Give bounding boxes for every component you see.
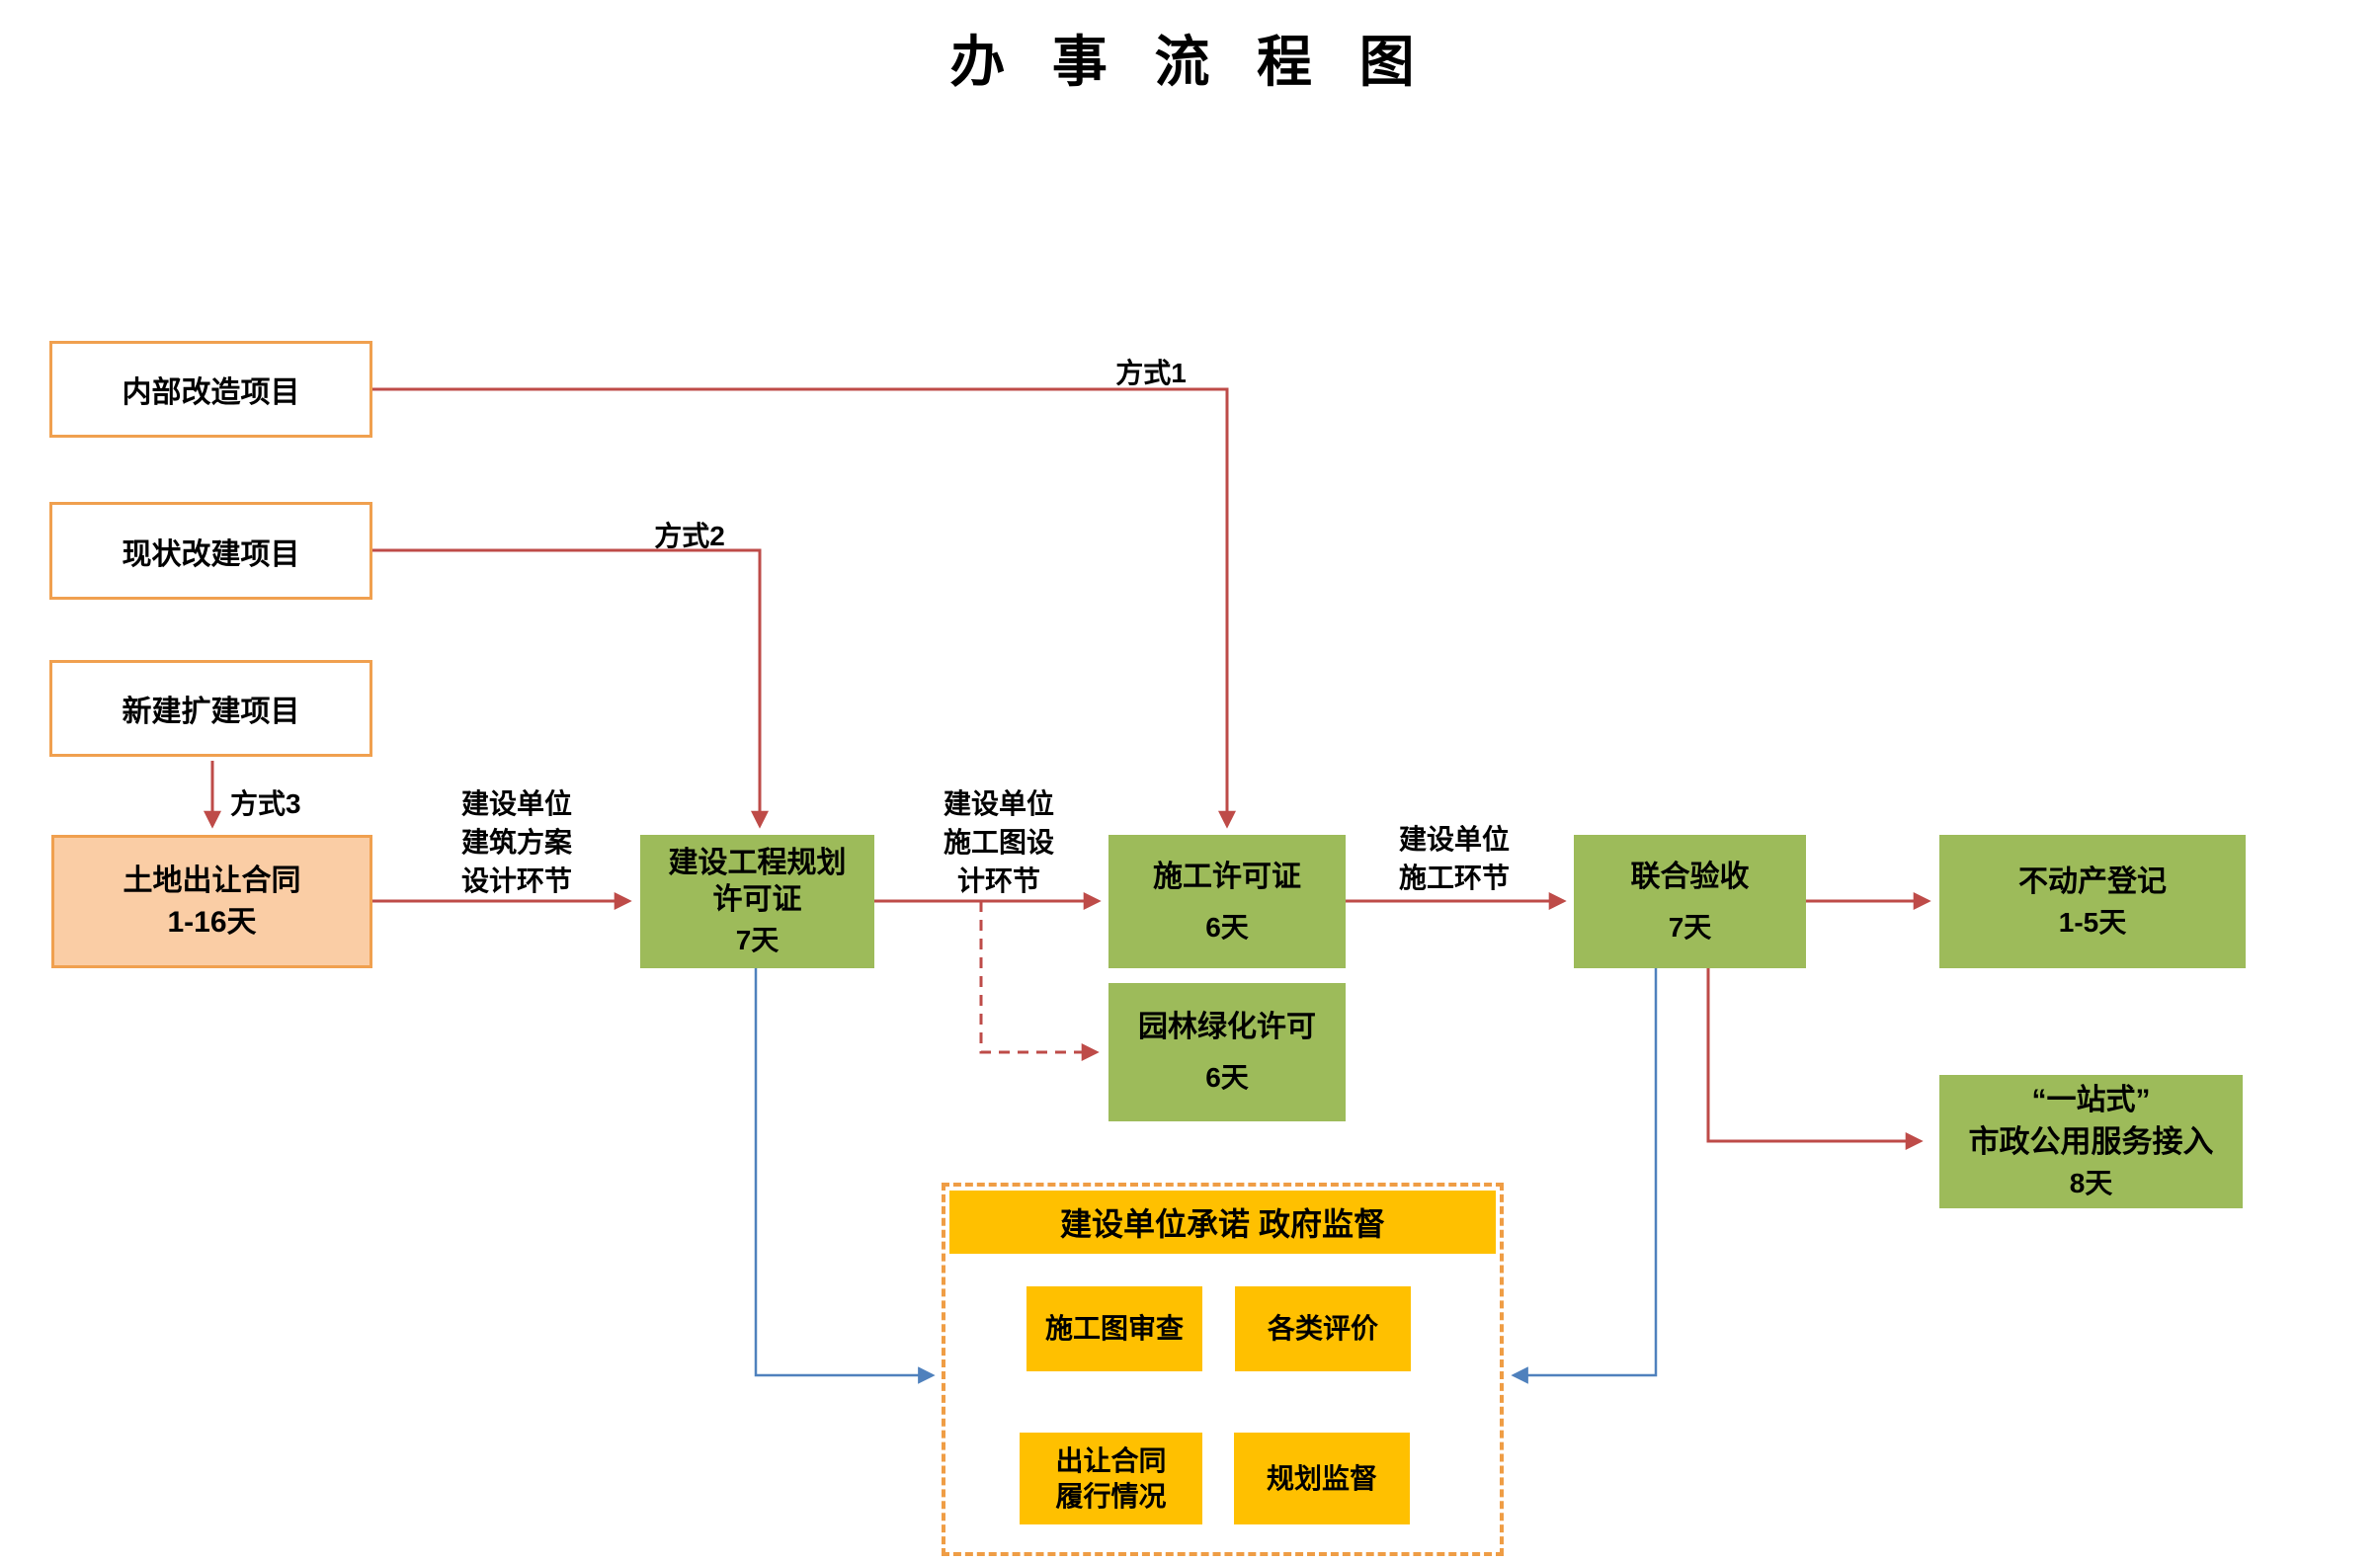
node-new-expansion: 新建扩建项目 — [49, 660, 372, 757]
node-property-registration: 不动产登记 1-5天 — [1939, 835, 2246, 968]
edge-label-construction-phase: 建设单位 施工环节 — [1398, 824, 1510, 893]
arrow-joint-to-supervision — [1511, 968, 1658, 1384]
node-duration: 7天 — [735, 925, 780, 955]
edge-label-way2: 方式2 — [654, 521, 725, 551]
node-label: 市政公用服务接入 — [1968, 1123, 2214, 1159]
node-label: 建设工程规划 — [668, 847, 847, 879]
node-label: 施工许可证 — [1153, 860, 1301, 893]
node-one-stop-municipal: “一站式” 市政公用服务接入 8天 — [1939, 1075, 2243, 1208]
arrow-dashed-to-landscaping — [979, 901, 1100, 1061]
node-label: 内部改造项目 — [122, 376, 300, 409]
edge-label-drawing-phase: 建设单位 施工图设 计环节 — [943, 788, 1054, 896]
node-joint-acceptance: 联合验收 7天 — [1574, 835, 1806, 968]
supervision-item-contract-performance: 出让合同 履行情况 — [1020, 1433, 1202, 1524]
node-duration: 8天 — [2069, 1167, 2113, 1198]
node-land-contract: 土地出让合同 1-16天 — [51, 835, 372, 968]
node-duration: 6天 — [1205, 911, 1249, 943]
supervision-item-planning-supervision: 规划监督 — [1234, 1433, 1410, 1524]
node-label: 新建扩建项目 — [122, 696, 300, 728]
arrow-way1 — [372, 387, 1236, 829]
node-label: 许可证 — [712, 883, 802, 916]
node-label: 土地出让合同 — [123, 864, 301, 897]
node-construction-permit: 施工许可证 6天 — [1108, 835, 1346, 968]
arrow-planning-to-supervision — [754, 968, 936, 1384]
node-duration: 7天 — [1668, 911, 1712, 943]
node-landscaping-permit: 园林绿化许可 6天 — [1108, 983, 1346, 1121]
arrow-joint-to-onestop — [1706, 968, 1924, 1150]
node-label: 现状改建项目 — [122, 537, 300, 571]
supervision-item-evaluations: 各类评价 — [1235, 1286, 1411, 1371]
node-label: 园林绿化许可 — [1138, 1011, 1316, 1043]
edge-label-design-phase: 建设单位 建筑方案 设计环节 — [460, 788, 572, 896]
page-title: 办 事 流 程 图 — [949, 31, 1431, 93]
node-duration: 6天 — [1205, 1062, 1249, 1093]
node-label: 不动产登记 — [2018, 864, 2167, 898]
node-status-rebuild: 现状改建项目 — [49, 502, 372, 600]
node-label: 联合验收 — [1630, 860, 1750, 893]
node-internal-renovation: 内部改造项目 — [49, 341, 372, 438]
edge-label-way1: 方式1 — [1115, 358, 1187, 388]
edge-label-way3: 方式3 — [230, 788, 301, 819]
node-duration: 1-16天 — [167, 905, 257, 939]
node-label: “一站式” — [2031, 1083, 2151, 1116]
supervision-header: 建设单位承诺 政府监督 — [949, 1191, 1496, 1254]
node-planning-permit: 建设工程规划 许可证 7天 — [640, 835, 874, 968]
arrow-way2 — [372, 548, 769, 829]
supervision-item-drawing-review: 施工图审查 — [1026, 1286, 1202, 1371]
node-duration: 1-5天 — [2058, 906, 2127, 938]
